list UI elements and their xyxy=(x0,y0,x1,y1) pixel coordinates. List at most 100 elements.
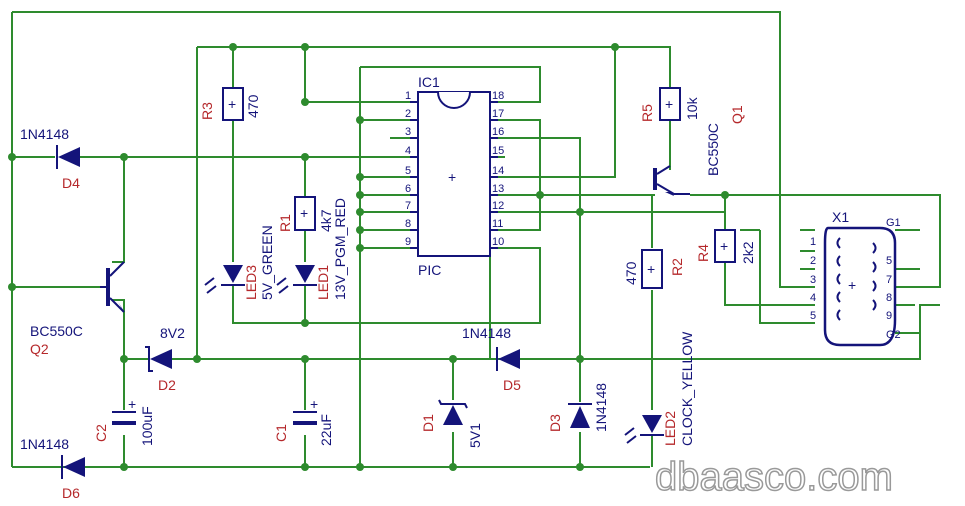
q2-ref: Q2 xyxy=(30,341,49,357)
resistor-r5: + R5 10k xyxy=(639,87,700,122)
resistor-r4: + R4 2k2 xyxy=(695,229,756,264)
x1-plus: + xyxy=(848,277,856,293)
ic-ic1: IC1 + PIC 1 2 3 4 5 6 7 8 9 18 17 16 15 … xyxy=(405,74,504,278)
ic1-pin-label: 9 xyxy=(405,236,411,248)
r5-plus: + xyxy=(665,96,673,112)
d5-value: 1N4148 xyxy=(462,325,511,341)
resistor-r2: + 470 R2 xyxy=(623,249,685,289)
r1-plus: + xyxy=(300,205,308,221)
x1-pin-label: 3 xyxy=(810,274,816,286)
x1-pin-label: 2 xyxy=(810,255,816,267)
ic1-pin-label: 7 xyxy=(405,200,411,212)
ic1-pin-label: 14 xyxy=(492,165,504,177)
ic1-pin-label: 6 xyxy=(405,183,411,195)
d4-value: 1N4148 xyxy=(20,126,69,142)
d5-ref: D5 xyxy=(503,377,521,393)
c2-ref: C2 xyxy=(93,424,109,442)
d4-ref: D4 xyxy=(62,175,80,191)
diode-d5: 1N4148 D5 xyxy=(462,325,521,393)
x1-pin-label: 4 xyxy=(810,292,816,304)
r2-value: 470 xyxy=(623,261,639,285)
capacitor-c1: + C1 22uF xyxy=(273,396,334,446)
d6-ref: D6 xyxy=(62,485,80,501)
d2-ref: D2 xyxy=(158,377,176,393)
r3-ref: R3 xyxy=(199,102,215,120)
led3-ref: LED3 xyxy=(243,265,259,300)
x1-pin-label: 5 xyxy=(810,310,816,322)
resistor-r3: + R3 470 xyxy=(199,87,261,121)
r3-plus: + xyxy=(228,96,236,112)
led-led1: LED1 13V_PGM_RED xyxy=(276,198,348,300)
ic1-pin-label: 10 xyxy=(492,236,504,248)
zener-d1: D1 5V1 xyxy=(420,399,483,448)
led3-value: 5V_GREEN xyxy=(259,225,275,300)
led1-ref: LED1 xyxy=(315,265,331,300)
ic1-pin-label: 13 xyxy=(492,183,504,195)
connector-x1: + X1 1 2 3 4 5 5 7 8 9 G1 G2 xyxy=(810,209,901,347)
x1-ref: X1 xyxy=(832,209,849,225)
d1-ref: D1 xyxy=(420,414,436,432)
junction-dots xyxy=(8,43,729,471)
x1-g2-label: G2 xyxy=(886,329,901,341)
x1-pin-label: 9 xyxy=(886,310,892,322)
led2-ref: LED2 xyxy=(662,411,678,446)
ic1-pin-label: 12 xyxy=(492,200,504,212)
ic1-pin-label: 18 xyxy=(492,90,504,102)
led1-value: 13V_PGM_RED xyxy=(332,198,348,300)
d3-value: 1N4148 xyxy=(593,383,609,432)
q2-value: BC550C xyxy=(30,323,83,339)
x1-pin-label: 5 xyxy=(886,255,892,267)
ic1-pin-label: 15 xyxy=(492,145,504,157)
ic1-plus: + xyxy=(448,169,456,185)
ic1-pin-label: 2 xyxy=(405,108,411,120)
watermark: dbaasco.com xyxy=(655,455,893,499)
r5-value: 10k xyxy=(684,96,700,120)
r1-ref: R1 xyxy=(277,214,293,232)
r5-ref: R5 xyxy=(639,104,655,122)
d3-ref: D3 xyxy=(547,414,563,432)
x1-g1-label: G1 xyxy=(886,217,901,229)
ic1-pin-label: 3 xyxy=(405,126,411,138)
c1-ref: C1 xyxy=(273,424,289,442)
d2-value: 8V2 xyxy=(160,325,185,341)
c1-value: 22uF xyxy=(318,414,334,446)
ic1-pin-label: 1 xyxy=(405,90,411,102)
x1-pin-label: 1 xyxy=(810,236,816,248)
r1-value: 4k7 xyxy=(318,209,334,232)
r4-value: 2k2 xyxy=(740,241,756,264)
r2-ref: R2 xyxy=(669,258,685,276)
r3-value: 470 xyxy=(245,94,261,118)
ic1-pin-label: 17 xyxy=(492,108,504,120)
diode-d6: 1N4148 D6 xyxy=(20,436,85,501)
r4-plus: + xyxy=(720,238,728,254)
led-led3: LED3 5V_GREEN xyxy=(204,225,275,300)
c2-plus: + xyxy=(128,396,136,412)
diode-d3: D3 1N4148 xyxy=(547,383,609,432)
capacitor-c2: + C2 100uF xyxy=(93,396,155,446)
ic1-pin-label: 8 xyxy=(405,218,411,230)
c2-value: 100uF xyxy=(139,406,155,446)
ic1-pin-label: 11 xyxy=(492,218,503,230)
q1-ref: Q1 xyxy=(729,105,745,124)
diode-d4: 1N4148 D4 xyxy=(20,126,80,191)
ic1-pin-label: 4 xyxy=(405,145,411,157)
transistor-q2: BC550C Q2 xyxy=(30,261,125,357)
ic1-pin-label: 16 xyxy=(492,126,504,138)
led2-value: CLOCK_YELLOW xyxy=(679,331,695,446)
x1-pin-label: 8 xyxy=(886,292,892,304)
q1-value: BC550C xyxy=(705,123,721,176)
r2-plus: + xyxy=(647,261,655,277)
ic1-pin-label: 5 xyxy=(405,165,411,177)
x1-pin-label: 7 xyxy=(886,274,892,286)
led-led2: LED2 CLOCK_YELLOW xyxy=(624,331,695,446)
r4-ref: R4 xyxy=(695,244,711,262)
d1-value: 5V1 xyxy=(467,423,483,448)
c1-plus: + xyxy=(310,396,318,412)
d6-value: 1N4148 xyxy=(20,436,69,452)
resistor-r1: + R1 4k7 xyxy=(277,196,334,232)
zener-d2: 8V2 D2 xyxy=(145,325,185,393)
ic1-ref: IC1 xyxy=(418,74,440,90)
wires xyxy=(11,11,941,468)
transistor-q1: BC550C Q1 xyxy=(653,105,745,196)
